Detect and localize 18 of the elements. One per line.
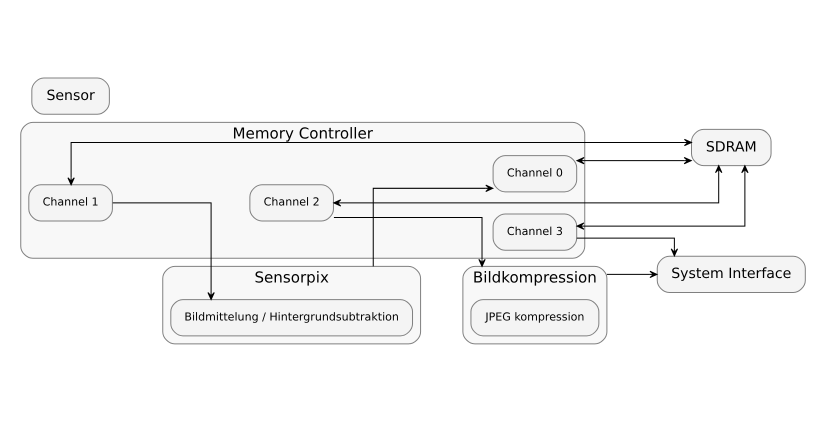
arrow (576, 238, 678, 256)
arrow (606, 270, 658, 278)
node-box: Sensor (31, 78, 110, 115)
node-box: JPEG kompression (470, 299, 600, 336)
node-box: Channel 1 (28, 184, 113, 222)
arrow (112, 202, 215, 300)
arrow (576, 165, 749, 230)
arrow (333, 165, 722, 207)
arrow (372, 184, 494, 266)
arrow (576, 156, 692, 164)
node-box: Bildmittelung / Hintergrundsubtraktion (170, 299, 414, 336)
node-box: Channel 3 (492, 214, 578, 251)
node-box: SDRAM (691, 128, 772, 166)
arrow (67, 138, 692, 186)
node-box: System Interface (656, 256, 806, 294)
node-box: Channel 0 (492, 155, 578, 192)
node-box: Channel 2 (249, 184, 334, 222)
arrow (334, 217, 486, 267)
